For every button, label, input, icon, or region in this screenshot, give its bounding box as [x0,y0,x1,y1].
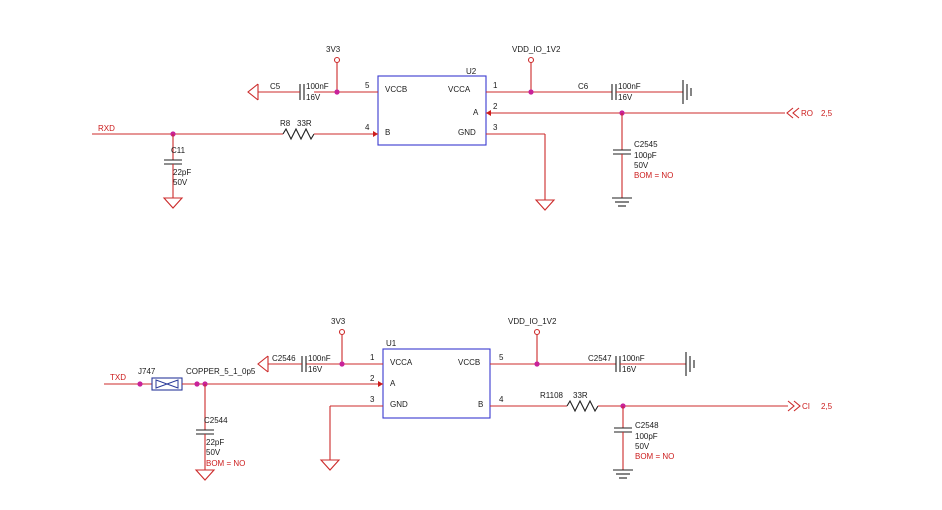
bottom-ground-output-symbol [613,469,633,479]
c2546-ref: C2546 [272,354,296,363]
j747-ref: J747 [138,367,156,376]
u2-chip [377,75,487,146]
u2-pin3-name: GND [458,128,476,137]
u1-pin1-name: VCCA [390,358,413,367]
u2-pin3-num: 3 [493,123,498,132]
bottom-ground-right-symbol [685,352,695,376]
u2-pin1-num: 1 [493,81,498,90]
top-ground-output-symbol [612,197,632,207]
bottom-pin-arrow [378,381,383,387]
bottom-output-port-arrow [787,400,801,412]
top-supply-3v3-label: 3V3 [326,45,341,54]
u2-pin4-name: B [385,128,390,137]
c2546-value: 100nF [308,354,331,363]
top-pin-arrow [373,131,378,137]
c11-ground-symbol [162,197,184,209]
top-supply-3v3-symbol [333,56,341,64]
bottom-output-port-sheets: 2,5 [821,402,833,411]
c2547-ref: C2547 [588,354,612,363]
c2548-value: 100pF [635,432,658,441]
bottom-junction [194,381,200,387]
c2544-value: 22pF [206,438,224,447]
u1-pin5-name: VCCB [458,358,480,367]
c6-value: 100nF [618,82,641,91]
j747-jumper-symbol [155,379,179,389]
top-circuit: U2 VCCB B VCCA A GND 5 4 1 2 3 3V3 C5 10… [92,45,833,211]
txd-net-label: TXD [110,373,126,382]
u2-pin1-name: VCCA [448,85,471,94]
c2547-value: 100nF [622,354,645,363]
u2-pin5-num: 5 [365,81,370,90]
r1108-resistor [566,399,599,413]
bottom-supply-vdd-label: VDD_IO_1V2 [508,317,557,326]
u2-pin2-name: A [473,108,479,117]
u2-pin2-num: 2 [493,102,498,111]
j747-value: COPPER_5_1_0p5 [186,367,256,376]
u2-pin4-num: 4 [365,123,370,132]
u1-pin2-num: 2 [370,374,375,383]
u2-ref: U2 [466,67,477,76]
rxd-net-label: RXD [98,124,115,133]
u1-pin3-num: 3 [370,395,375,404]
top-output-port-arrow [786,107,800,119]
c5-voltage: 16V [306,93,321,102]
c6-ref: C6 [578,82,589,91]
top-output-port-name: RO [801,109,813,118]
c2546-voltage: 16V [308,365,323,374]
c2548-voltage: 50V [635,442,650,451]
c2548-ref: C2548 [635,421,659,430]
u1-pin4-name: B [478,400,483,409]
c5-ref: C5 [270,82,281,91]
bottom-ground-gnd-symbol [319,459,341,471]
bottom-supply-3v3-symbol [338,328,346,336]
bottom-output-port-name: CI [802,402,810,411]
top-ground-left-symbol [247,83,259,101]
bottom-supply-3v3-label: 3V3 [331,317,346,326]
r1108-value: 33R [573,391,588,400]
u2-pin5-name: VCCB [385,85,407,94]
bottom-circuit: U1 VCCA A GND VCCB B 1 2 3 5 4 3V3 C2546… [104,317,833,481]
u1-pin1-num: 1 [370,353,375,362]
u1-ref: U1 [386,339,397,348]
u1-pin2-name: A [390,379,396,388]
u1-pin3-name: GND [390,400,408,409]
top-supply-vdd-label: VDD_IO_1V2 [512,45,561,54]
top-junction [528,89,534,95]
u1-pin5-num: 5 [499,353,504,362]
top-supply-vdd-symbol [527,56,535,64]
c11-voltage: 50V [173,178,188,187]
c2547-voltage: 16V [622,365,637,374]
bottom-ground-left-symbol [257,355,269,373]
c2544-voltage: 50V [206,448,221,457]
c2548-bom-note: BOM = NO [635,452,674,461]
bottom-junction [339,361,345,367]
bottom-supply-vdd-symbol [533,328,541,336]
bottom-junction [534,361,540,367]
c5-value: 100nF [306,82,329,91]
top-pin-arrow [486,110,491,116]
top-output-port-sheets: 2,5 [821,109,833,118]
top-ground-right-symbol [682,80,692,104]
c2545-bom-note: BOM = NO [634,171,673,180]
u1-pin4-num: 4 [499,395,504,404]
r8-value: 33R [297,119,312,128]
r8-resistor [282,127,315,141]
c11-ref: C11 [171,146,186,155]
bottom-junction [137,381,143,387]
top-junction [334,89,340,95]
c2545-voltage: 50V [634,161,649,170]
c6-voltage: 16V [618,93,633,102]
c2544-ground-symbol [194,469,216,481]
top-ground-gnd-symbol [534,199,556,211]
c11-value: 22pF [173,168,191,177]
r1108-ref: R1108 [540,391,564,400]
c2545-ref: C2545 [634,140,658,149]
c2544-bom-note: BOM = NO [206,459,245,468]
r8-ref: R8 [280,119,291,128]
c2545-value: 100pF [634,151,657,160]
c2544-ref: C2544 [204,416,228,425]
